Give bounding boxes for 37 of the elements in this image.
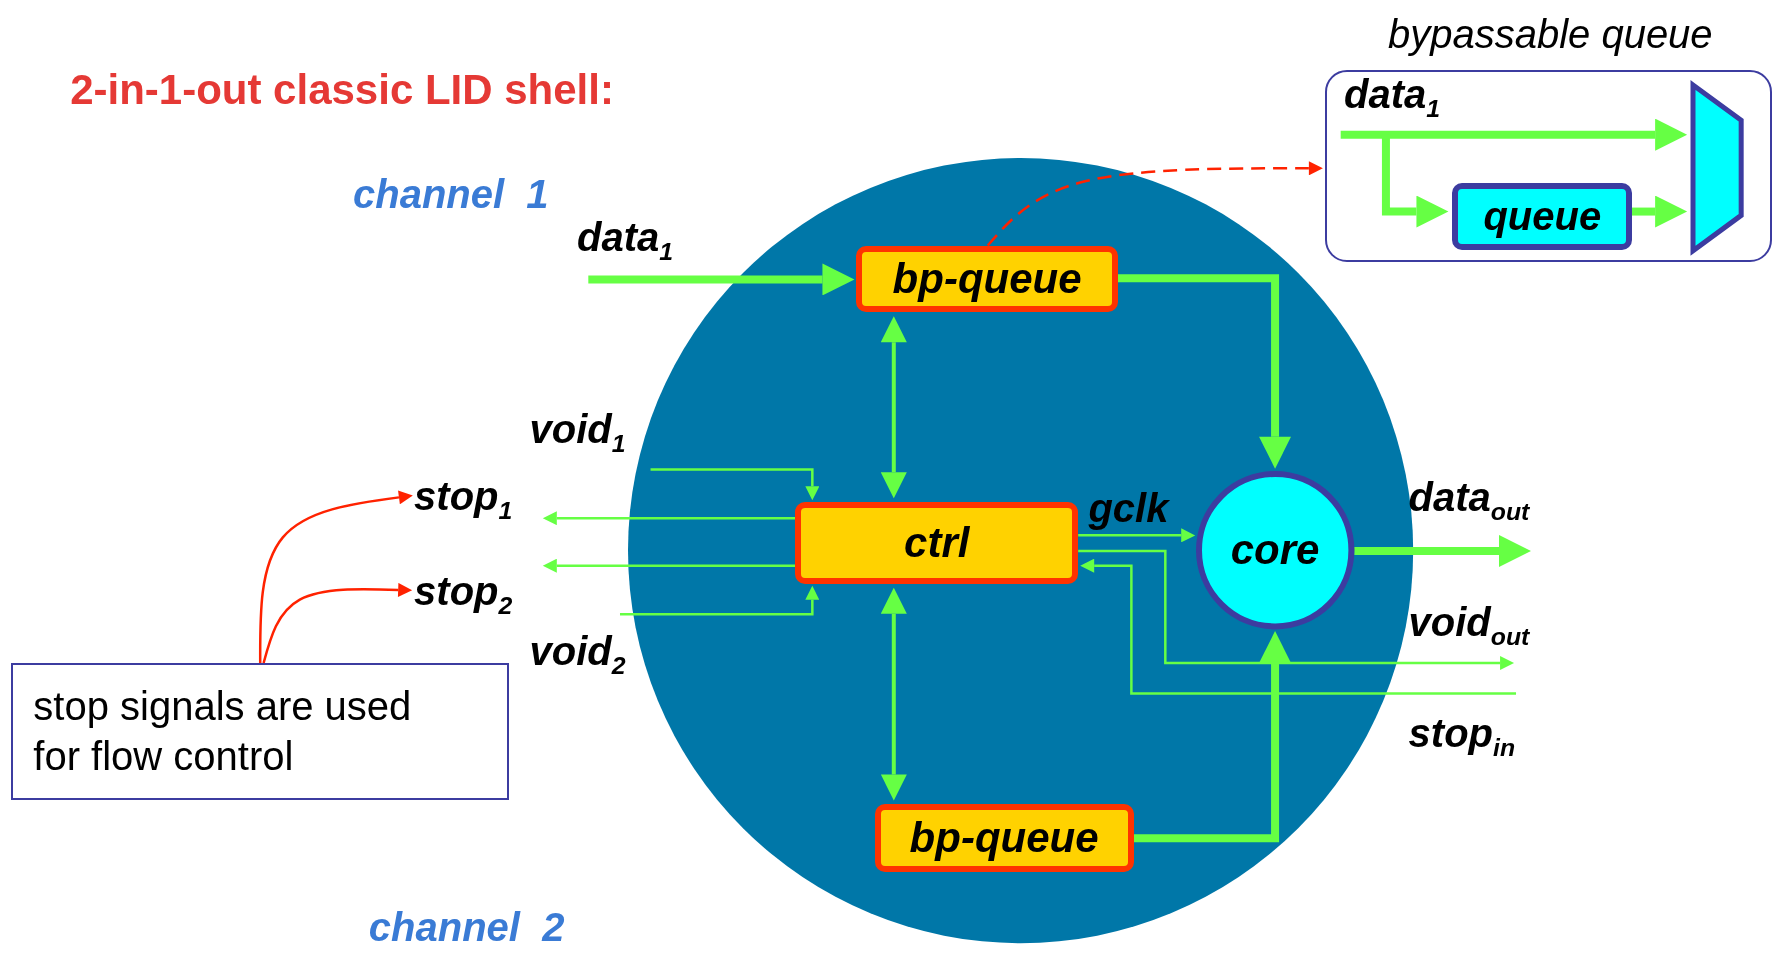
note-text: stop signals are used for flow control [33, 683, 413, 781]
arrow [1078, 549, 1515, 670]
arrow [1078, 528, 1196, 543]
arrow [1080, 558, 1517, 695]
signal-label: data$_{1}$ [1344, 72, 1441, 118]
arrow [542, 511, 796, 526]
panel-heading: bypassable queue [1386, 12, 1714, 58]
dashed-arrow [986, 161, 1323, 247]
signal-label: void$_{1}$ [529, 407, 626, 453]
queue-box: bp-queue [856, 245, 1118, 313]
control-box: ctrl [795, 502, 1079, 584]
channel-label: channel 2 [368, 905, 565, 951]
queue-box: queue [1452, 183, 1633, 250]
arrow [620, 585, 820, 616]
signal-label: stop$_{in}$ [1408, 710, 1516, 756]
arrow [588, 263, 855, 296]
signal-label: stop$_{1}$ [414, 474, 513, 520]
signal-label: data$_{1}$ [577, 214, 674, 260]
diagram-title: 2-in-1-out classic LID shell: [70, 65, 614, 114]
signal-label: void$_{2}$ [529, 629, 626, 675]
note-box [11, 663, 510, 800]
arrow [1133, 631, 1292, 843]
channel-label: channel 1 [353, 171, 549, 217]
arrow [1117, 274, 1292, 469]
signal-label: data$_{out}$ [1408, 475, 1530, 521]
node-label: core [1230, 525, 1320, 574]
arrow [880, 587, 907, 801]
signal-label: void$_{out}$ [1408, 599, 1530, 645]
signal-label: gclk [1088, 486, 1169, 532]
arrow [258, 490, 413, 663]
arrow [262, 582, 413, 664]
arrow [542, 558, 796, 573]
arrow [880, 316, 907, 499]
signal-label: stop$_{2}$ [414, 569, 513, 615]
queue-box: bp-queue [874, 804, 1134, 873]
arrow [650, 468, 820, 501]
arrow [1354, 535, 1531, 567]
